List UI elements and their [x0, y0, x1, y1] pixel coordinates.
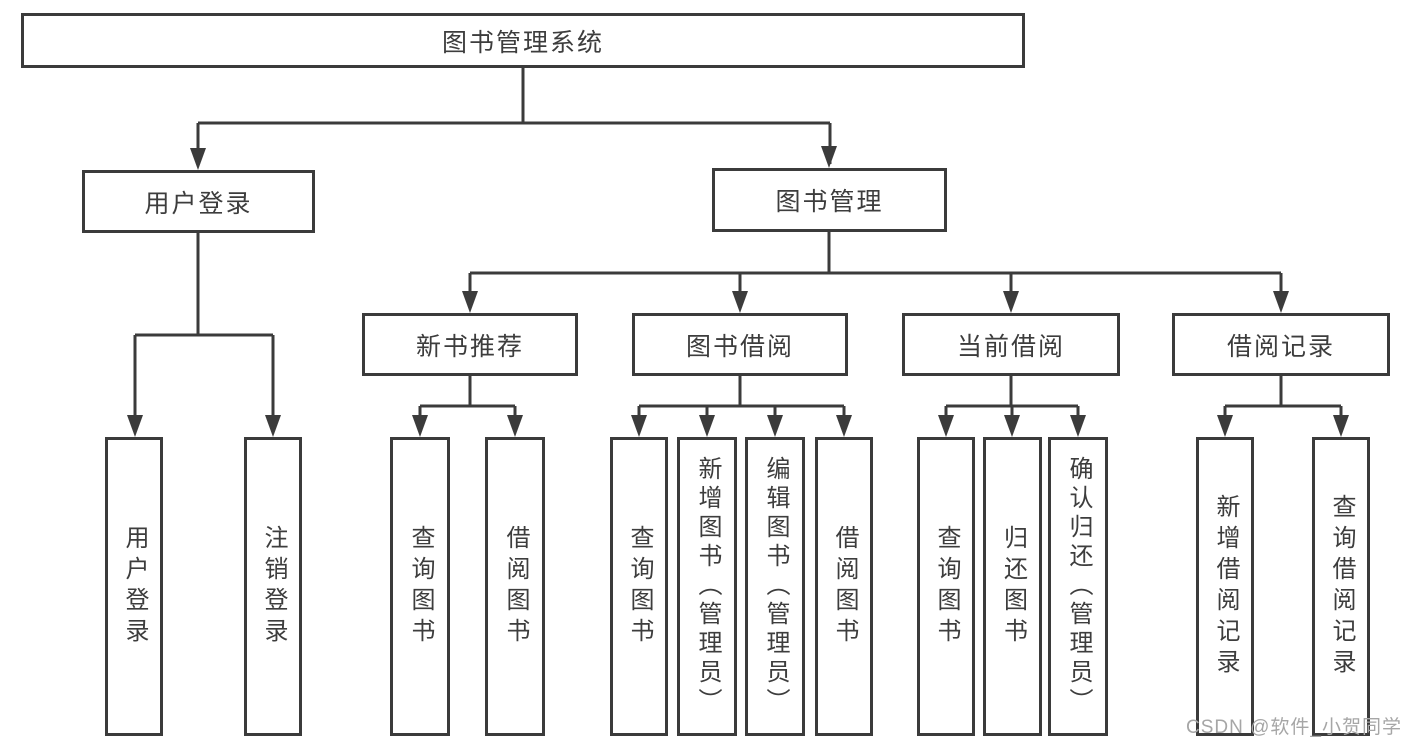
node-book-management: 图书管理: [712, 168, 947, 232]
leaf-logout: 注销登录: [244, 437, 302, 736]
leaf-add-books-admin: 新增图书（管理员）: [677, 437, 737, 736]
node-borrowing-records: 借阅记录: [1172, 313, 1390, 376]
node-library-management-system: 图书管理系统: [21, 13, 1025, 68]
arrowheads: [127, 146, 1349, 437]
csdn-watermark: CSDN @软件_小贺同学: [1186, 717, 1402, 738]
node-new-book-recommendation: 新书推荐: [362, 313, 578, 376]
leaf-add-borrowing-record: 新增借阅记录: [1196, 437, 1254, 736]
leaf-confirm-return-admin: 确认归还（管理员）: [1048, 437, 1108, 736]
leaf-query-borrowing-record: 查询借阅记录: [1312, 437, 1370, 736]
leaf-query-books: 查询图书: [917, 437, 975, 736]
leaf-query-books: 查询图书: [610, 437, 668, 736]
leaf-borrow-books: 借阅图书: [815, 437, 873, 736]
node-user-login: 用户登录: [82, 170, 315, 233]
leaf-return-books: 归还图书: [983, 437, 1042, 736]
leaf-borrow-books: 借阅图书: [485, 437, 545, 736]
leaf-query-books: 查询图书: [390, 437, 450, 736]
node-book-borrowing: 图书借阅: [632, 313, 848, 376]
node-current-borrowing: 当前借阅: [902, 313, 1120, 376]
leaf-edit-books-admin: 编辑图书（管理员）: [745, 437, 805, 736]
leaf-user-login: 用户登录: [105, 437, 163, 736]
